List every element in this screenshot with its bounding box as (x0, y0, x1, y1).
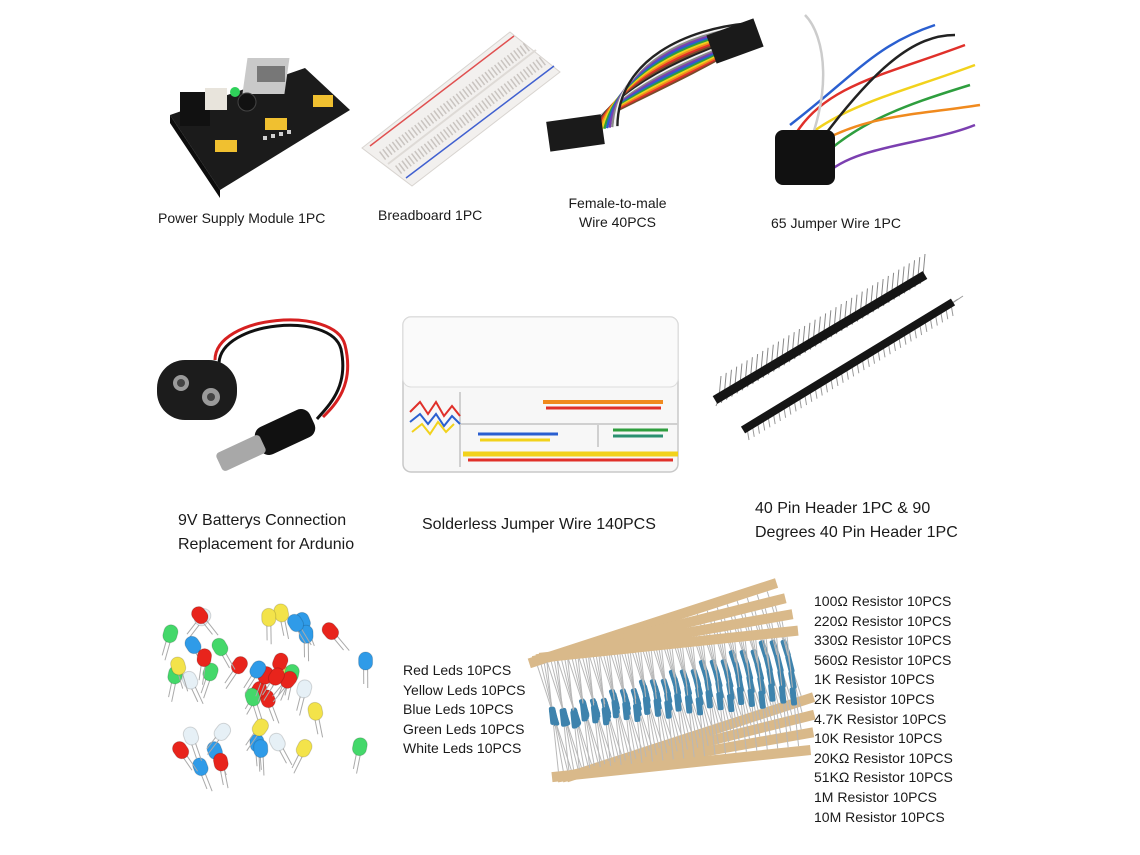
led-item: White Leds 10PCS (403, 740, 522, 757)
resistor-item: 2K Resistor 10PCS (814, 690, 935, 707)
resistor-item: 4.7K Resistor 10PCS (814, 710, 947, 727)
breadboard-label: Breadboard 1PC (378, 207, 483, 223)
power-supply-module-image (170, 58, 350, 198)
led (191, 606, 219, 636)
resistors-image (527, 578, 816, 783)
led (161, 624, 179, 661)
solderless-jumper-wire-image (402, 316, 679, 473)
female-to-male-wire-label: Female-to-male Wire 40PCS (560, 194, 675, 232)
solderless-jumper-wire-label: Solderless Jumper Wire 140PCS (422, 516, 656, 533)
led (253, 739, 269, 776)
resistor-strip (538, 625, 812, 783)
leds-image (161, 603, 374, 792)
resistor-item: 1M Resistor 10PCS (814, 788, 937, 805)
led (262, 667, 285, 701)
resistor-item: 560Ω Resistor 10PCS (814, 651, 952, 668)
battery-connector-label: 9V Batterys Connection Replacement for A… (178, 509, 354, 557)
female-to-male-wire-image (546, 18, 764, 152)
breadboard-image (361, 31, 561, 187)
resistor-item: 220Ω Resistor 10PCS (814, 612, 952, 629)
female-to-male-wire-label-line-2: Wire 40PCS (578, 214, 657, 230)
battery-connector-label-line-1: 9V Batterys Connection (178, 512, 347, 529)
led (296, 679, 313, 716)
led (224, 656, 249, 689)
pin-header-image (712, 253, 964, 441)
battery-connector-image (157, 318, 350, 471)
led (291, 738, 313, 774)
resistors-list: 100Ω Resistor 10PCS 220Ω Resistor 10PCS … (814, 592, 953, 827)
battery-connector-label-line-2: Replacement for Ardunio (178, 536, 355, 553)
led (286, 613, 312, 646)
led (351, 737, 368, 774)
led (268, 732, 293, 766)
led (244, 687, 264, 723)
led (211, 637, 236, 670)
leds-list: Red Leds 10PCS Yellow Leds 10PCS Blue Le… (403, 661, 525, 759)
jumper-wire-65-image (775, 14, 981, 185)
led (245, 718, 269, 752)
led (206, 722, 232, 755)
led (196, 648, 213, 685)
resistor-item: 51KΩ Resistor 10PCS (814, 769, 953, 786)
led (182, 726, 203, 762)
resistor-item: 1K Resistor 10PCS (814, 671, 935, 688)
resistor-item: 10K Resistor 10PCS (814, 730, 943, 747)
resistor-item: 20KΩ Resistor 10PCS (814, 749, 953, 766)
led (212, 752, 229, 789)
led (172, 741, 199, 772)
female-to-male-wire-label-line-1: Female-to-male (568, 195, 667, 211)
led (243, 660, 267, 694)
power-supply-module-label: Power Supply Module 1PC (158, 210, 326, 226)
led (261, 607, 277, 645)
led-item: Blue Leds 10PCS (403, 701, 514, 718)
jumper-wire-65-label: 65 Jumper Wire 1PC (771, 215, 901, 231)
led (358, 651, 374, 688)
led (170, 656, 189, 692)
resistor-item: 10M Resistor 10PCS (814, 808, 945, 825)
led (321, 622, 350, 651)
resistor-item: 100Ω Resistor 10PCS (814, 593, 952, 609)
pin-header-label-line-2: Degrees 40 Pin Header 1PC (755, 524, 958, 541)
pin-header-label: 40 Pin Header 1PC & 90 Degrees 40 Pin He… (755, 497, 958, 545)
led (192, 757, 213, 792)
pin-header-label-line-1: 40 Pin Header 1PC & 90 (755, 500, 931, 517)
led-item: Red Leds 10PCS (403, 662, 512, 678)
ribbon-wire (616, 22, 748, 127)
led-item: Green Leds 10PCS (403, 720, 525, 737)
led (200, 662, 219, 699)
resistor-item: 330Ω Resistor 10PCS (814, 632, 952, 649)
led (307, 701, 324, 738)
led-item: Yellow Leds 10PCS (403, 681, 526, 698)
led (273, 603, 290, 640)
